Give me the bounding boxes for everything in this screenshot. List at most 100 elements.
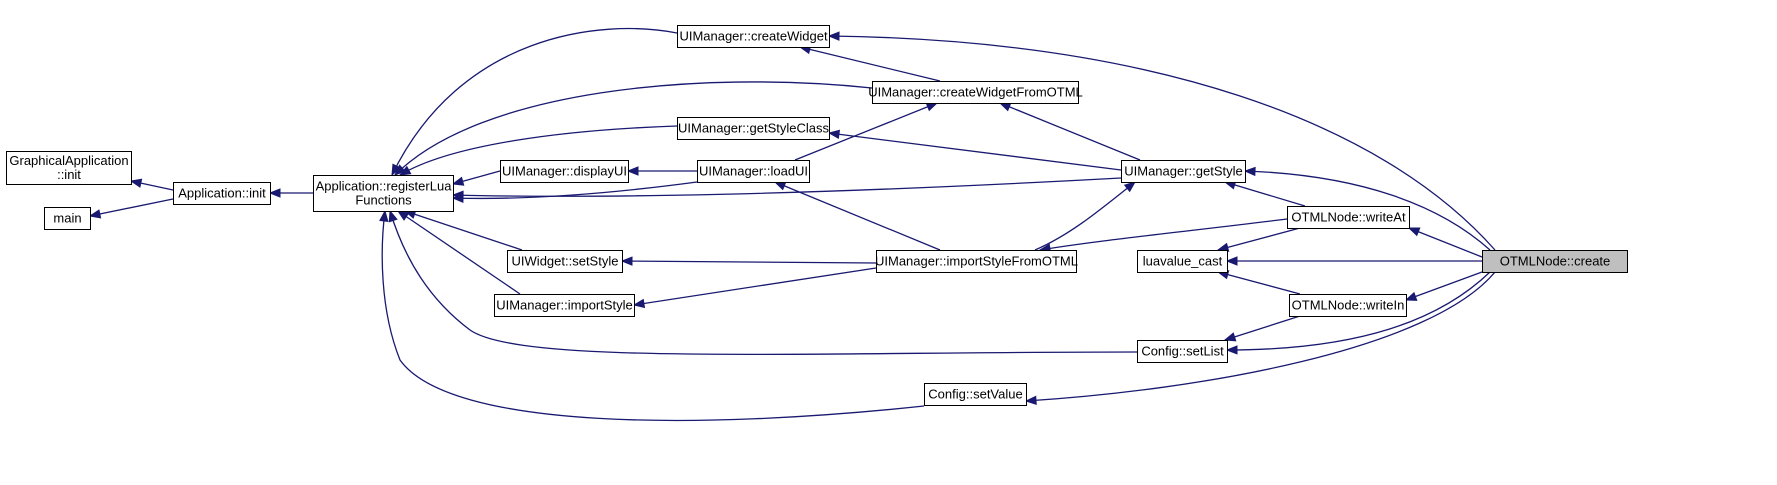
edge-import-style-from-otml-to-load-ui xyxy=(774,181,941,251)
edge-import-style-to-register-lua xyxy=(397,210,521,295)
edge-application-init-to-graphical-app-init-arrowhead xyxy=(129,178,143,188)
node-import-style[interactable]: UIManager::importStyle xyxy=(494,294,635,317)
node-main[interactable]: main xyxy=(44,207,91,230)
node-set-value[interactable]: Config::setValue xyxy=(924,383,1027,406)
edge-import-style-to-register-lua-arrowhead xyxy=(396,210,410,221)
node-label: UIManager::getStyleClass xyxy=(678,121,830,136)
node-box xyxy=(6,151,132,185)
edge-get-style-to-get-style-class xyxy=(828,132,1122,171)
edge-get-style-to-import-style-from-otml xyxy=(1034,181,1136,251)
node-load-ui[interactable]: UIManager::loadUI xyxy=(697,160,810,183)
node-graphical-app-init[interactable]: GraphicalApplication::init xyxy=(6,151,132,185)
node-label: UIManager::displayUI xyxy=(502,164,627,179)
edge-display-ui-to-register-lua-arrowhead xyxy=(451,176,465,186)
edge-otml-create-to-get-style xyxy=(1244,170,1491,251)
edge-write-in-to-set-list xyxy=(1224,315,1301,341)
edge-create-widget-from-otml-to-register-lua xyxy=(394,81,873,176)
node-box xyxy=(494,294,635,317)
edge-import-style-from-otml-to-set-style-arrowhead xyxy=(620,256,633,266)
node-box xyxy=(1137,340,1228,363)
edge-get-style-to-register-lua-arrowhead xyxy=(451,190,464,200)
edge-otml-create-to-write-at xyxy=(1408,227,1483,258)
edge-write-at-to-get-style xyxy=(1224,181,1306,207)
edge-otml-create-to-set-list xyxy=(1226,271,1491,351)
node-application-init[interactable]: Application::init xyxy=(173,182,271,205)
edge-load-ui-to-create-widget-from-otml-arrowhead xyxy=(925,102,939,112)
edge-import-style-from-otml-to-import-style xyxy=(633,267,877,306)
edge-application-init-to-main-arrowhead xyxy=(88,209,102,219)
node-box xyxy=(173,182,271,205)
edge-get-style-class-to-register-lua-arrowhead xyxy=(398,165,412,176)
node-label: Application::registerLua xyxy=(316,179,453,194)
edge-otml-create-to-set-value-arrowhead xyxy=(1024,395,1037,406)
node-label: UIManager::importStyleFromOTML xyxy=(875,254,1078,269)
node-display-ui[interactable]: UIManager::displayUI xyxy=(500,160,629,183)
edge-import-style-from-otml-to-import-style-arrowhead xyxy=(632,298,646,309)
node-otml-create[interactable]: OTMLNode::create xyxy=(1482,250,1628,273)
edge-get-style-to-register-lua xyxy=(452,177,1122,197)
node-set-style[interactable]: UIWidget::setStyle xyxy=(507,250,623,273)
edge-set-value-to-register-lua xyxy=(381,210,925,422)
node-create-widget-from-otml[interactable]: UIManager::createWidgetFromOTML xyxy=(868,81,1083,104)
node-box xyxy=(44,207,91,230)
edge-set-list-to-register-lua xyxy=(389,210,1138,355)
edge-otml-create-to-write-in-arrowhead xyxy=(1404,291,1418,301)
node-label: UIManager::getStyle xyxy=(1124,164,1243,179)
edge-create-widget-from-otml-to-create-widget xyxy=(799,46,941,82)
edge-get-style-to-import-style-from-otml-arrowhead xyxy=(1123,181,1137,193)
node-write-in[interactable]: OTMLNode::writeIn xyxy=(1289,294,1407,317)
node-luavalue-cast[interactable]: luavalue_cast xyxy=(1137,250,1228,273)
node-box xyxy=(1287,206,1410,229)
node-label: OTMLNode::writeIn xyxy=(1292,298,1405,313)
node-box xyxy=(1289,294,1407,317)
node-box xyxy=(872,81,1079,104)
edges-layer xyxy=(88,27,1496,422)
node-box xyxy=(924,383,1027,406)
edge-create-widget-to-register-lua-arrowhead xyxy=(391,163,401,177)
node-label: Application::init xyxy=(178,186,266,201)
node-box xyxy=(1137,250,1228,273)
edge-import-style-from-otml-to-load-ui-arrowhead xyxy=(773,181,787,191)
node-label: UIManager::createWidgetFromOTML xyxy=(868,85,1083,100)
node-label: Config::setValue xyxy=(928,387,1022,402)
node-create-widget[interactable]: UIManager::createWidget xyxy=(677,25,830,48)
edge-import-style-from-otml-to-set-style xyxy=(621,260,877,264)
edge-otml-create-to-create-widget xyxy=(828,35,1496,251)
edge-load-ui-to-register-lua xyxy=(452,181,698,200)
edge-write-at-to-luavalue-cast xyxy=(1217,227,1301,251)
edge-register-lua-to-application-init-arrowhead xyxy=(268,188,281,198)
node-set-list[interactable]: Config::setList xyxy=(1137,340,1228,363)
edge-set-list-to-register-lua-arrowhead xyxy=(388,209,398,223)
node-label: GraphicalApplication xyxy=(9,153,128,168)
node-box xyxy=(677,25,830,48)
node-label: Functions xyxy=(355,193,412,208)
node-label: UIManager::createWidget xyxy=(679,29,828,44)
edge-get-style-to-create-widget-from-otml xyxy=(999,102,1141,161)
node-box xyxy=(677,117,830,140)
node-box xyxy=(507,250,623,273)
edge-otml-create-to-write-in xyxy=(1405,271,1483,301)
edge-set-value-to-register-lua-arrowhead xyxy=(379,209,389,222)
node-label: main xyxy=(53,211,81,226)
edge-get-style-to-get-style-class-arrowhead xyxy=(827,129,841,140)
edge-load-ui-to-display-ui-arrowhead xyxy=(626,166,639,176)
edge-write-in-to-luavalue-cast xyxy=(1217,271,1301,295)
node-box xyxy=(697,160,810,183)
edge-otml-create-to-set-list-arrowhead xyxy=(1225,345,1238,355)
node-get-style[interactable]: UIManager::getStyle xyxy=(1121,160,1246,183)
node-import-style-from-otml[interactable]: UIManager::importStyleFromOTML xyxy=(875,250,1078,273)
node-label: OTMLNode::create xyxy=(1500,254,1611,269)
node-label: ::init xyxy=(57,167,81,182)
node-label: UIManager::loadUI xyxy=(699,164,808,179)
edge-otml-create-to-set-value xyxy=(1025,271,1496,402)
node-label: Config::setList xyxy=(1141,344,1224,359)
edge-load-ui-to-create-widget-from-otml xyxy=(794,102,938,161)
node-label: OTMLNode::writeAt xyxy=(1291,210,1406,225)
node-label: UIWidget::setStyle xyxy=(512,254,619,269)
node-get-style-class[interactable]: UIManager::getStyleClass xyxy=(677,117,830,140)
node-write-at[interactable]: OTMLNode::writeAt xyxy=(1287,206,1410,229)
edge-otml-create-to-create-widget-arrowhead xyxy=(827,31,840,41)
